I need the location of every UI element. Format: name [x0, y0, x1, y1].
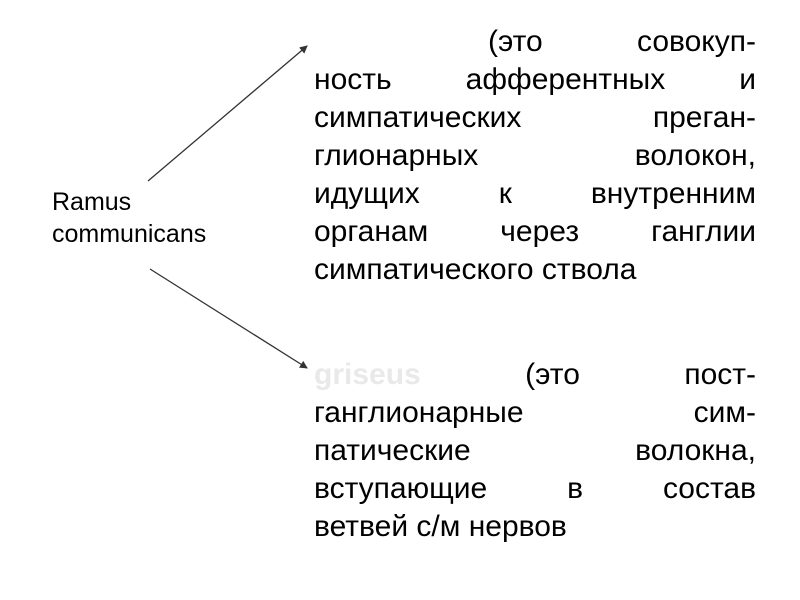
arrow-to-branch-1	[147, 45, 308, 182]
word: (это	[525, 358, 580, 391]
word: ность	[314, 63, 392, 96]
branch-2-line: griseus (это пост-	[314, 356, 756, 394]
word: в	[567, 472, 584, 505]
branch-1-line: глионарных волокон,	[314, 137, 756, 175]
branch-1-line: органам через ганглии	[314, 213, 756, 251]
label-line-2: communicans	[52, 220, 207, 248]
word: симпатических	[314, 101, 522, 134]
word: совокуп-	[636, 25, 756, 58]
label-line-1: Ramus	[52, 188, 132, 216]
branch-1-line: (это совокуп-	[314, 23, 756, 61]
branch-1-line: идущих к внутренним	[314, 175, 756, 213]
word: состав	[662, 472, 756, 505]
word: волокна,	[635, 434, 756, 467]
word: ганглии	[651, 215, 756, 248]
word: через	[500, 215, 580, 248]
branch-2-line: патические волокна,	[314, 432, 756, 470]
branch-2-line: вступающие в состав	[314, 470, 756, 508]
word: идущих	[314, 177, 420, 210]
griseus-term: griseus	[314, 358, 421, 391]
word: и	[739, 63, 756, 96]
word: волокон,	[634, 139, 756, 172]
word: (это	[488, 25, 543, 58]
word: ганглионарные	[314, 396, 524, 429]
branch-1-line: симпатических преган-	[314, 99, 756, 137]
word: патические	[314, 434, 471, 467]
branch-2-description: griseus (это пост- ганглионарные сим- па…	[314, 356, 756, 546]
ramus-communicans-label: Ramus communicans	[52, 186, 206, 250]
branch-1-line: ность афферентных и	[314, 61, 756, 99]
word: преган-	[652, 101, 756, 134]
branch-1-description: (это совокуп- ность афферентных и симпат…	[314, 23, 756, 289]
word: пост-	[684, 358, 756, 391]
word: к	[498, 177, 512, 210]
word: глионарных	[314, 139, 479, 172]
word: органам	[314, 215, 429, 248]
arrow-to-branch-2	[149, 268, 308, 369]
branch-2-line: ветвей с/м нервов	[314, 508, 756, 546]
word: сим-	[693, 396, 756, 429]
word: внутренним	[590, 177, 756, 210]
word: вступающие	[314, 472, 488, 505]
word: симпатического ствола	[314, 253, 637, 286]
word: афферентных	[465, 63, 666, 96]
branch-2-line: ганглионарные сим-	[314, 394, 756, 432]
word: ветвей с/м нервов	[314, 510, 567, 543]
branch-1-line: симпатического ствола	[314, 251, 756, 289]
